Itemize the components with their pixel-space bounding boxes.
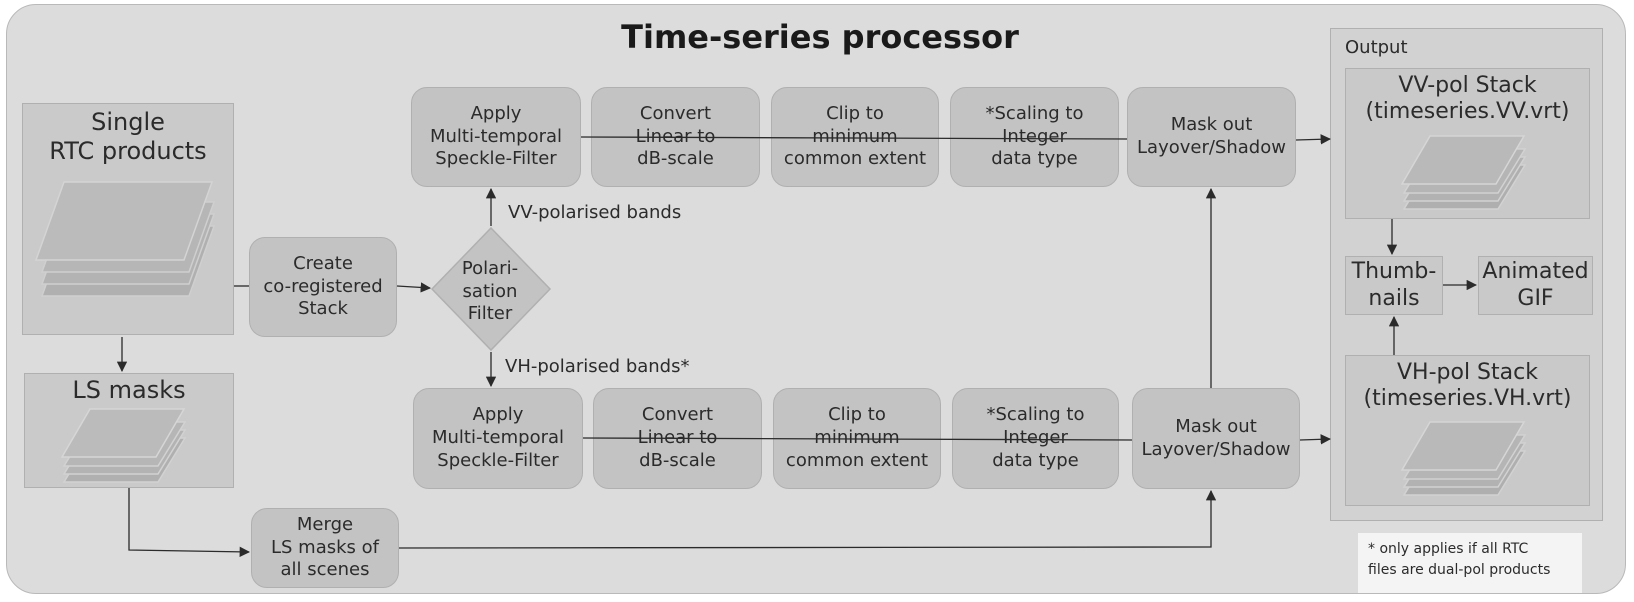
vv-speckle-filter-box: Apply Multi-temporal Speckle-Filter [411,87,581,187]
vh-scaling-integer-box: *Scaling to Integer data type [952,388,1119,489]
footnote: * only applies if all RTC files are dual… [1358,533,1582,593]
vv-polarised-bands-label: VV-polarised bands [508,202,682,223]
vh-output-stack-icon [1400,421,1527,496]
merge-ls-masks-box: Merge LS masks of all scenes [251,508,399,588]
vv-clip-extent-box: Clip to minimum common extent [771,87,939,187]
vh-speckle-filter-box: Apply Multi-temporal Speckle-Filter [413,388,583,489]
vv-mask-layover-box: Mask out Layover/Shadow [1127,87,1296,187]
vv-scaling-integer-box: *Scaling to Integer data type [950,87,1119,187]
vh-convert-db-box: Convert Linear to dB-scale [593,388,762,489]
single-rtc-label: Single RTC products [49,108,207,165]
vv-convert-db-box: Convert Linear to dB-scale [591,87,760,187]
animated-gif-box: Animated GIF [1478,256,1593,315]
ls-masks-label: LS masks [72,376,186,404]
ls-masks-stack-icon [60,408,187,483]
polarisation-filter-label: Polari- sation Filter [461,258,519,324]
vh-pol-stack-label: VH-pol Stack (timeseries.VH.vrt) [1363,360,1572,412]
diagram-title: Time-series processor [621,18,1019,56]
vh-polarised-bands-label: VH-polarised bands* [505,356,690,377]
thumbnails-box: Thumb- nails [1345,256,1443,315]
create-stack-box: Create co-registered Stack [249,237,397,337]
vh-mask-layover-box: Mask out Layover/Shadow [1132,388,1300,489]
polarisation-filter-diamond [430,226,552,352]
vv-pol-stack-label: VV-pol Stack (timeseries.VV.vrt) [1365,73,1570,125]
vh-clip-extent-box: Clip to minimum common extent [773,388,941,489]
rtc-stack-icon [34,181,216,297]
vv-output-stack-icon [1400,135,1527,210]
output-heading: Output [1345,37,1408,58]
